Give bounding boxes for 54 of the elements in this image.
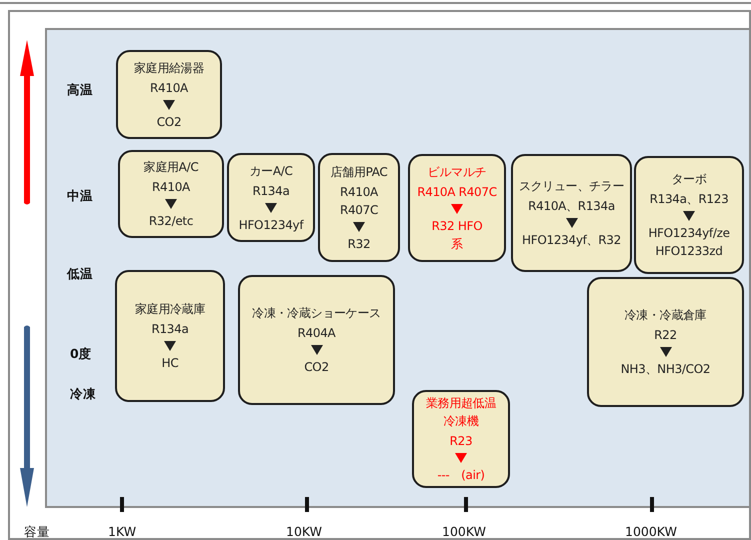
new-refrigerant: R32/etc — [148, 213, 194, 230]
old-refrigerant: R404A — [298, 325, 336, 342]
new-refrigerant: --- (air) — [437, 467, 485, 484]
old-refrigerant: R23 — [450, 433, 472, 450]
refrigerant-box — [227, 153, 315, 242]
temperature-label: 高温 — [67, 82, 93, 99]
new-refrigerant: HC — [162, 355, 178, 372]
new-refrigerant: R32 — [348, 236, 370, 252]
temperature-label: 冷凍 — [70, 386, 96, 403]
refrigerant-box — [238, 275, 395, 405]
old-refrigerant: R22 — [654, 327, 677, 344]
refrigerant-box — [587, 277, 744, 407]
axis-label: 1000KW — [625, 524, 677, 539]
refrigerant-box — [412, 390, 510, 488]
new-refrigerant: CO2 — [304, 359, 329, 376]
old-refrigerant: R134a、R123 — [650, 191, 728, 208]
new-refrigerant: CO2 — [156, 114, 182, 130]
new-refrigerant: HFO1234yf — [238, 216, 304, 234]
axis-label: 1KW — [108, 524, 136, 539]
refrigerant-box — [511, 154, 632, 272]
equipment-name: ビルマルチ — [428, 164, 486, 181]
equipment-name: 家庭用給湯器 — [134, 60, 204, 76]
old-refrigerant: R410A R407C — [417, 184, 497, 201]
refrigerant-box — [318, 153, 400, 262]
axis-label: 100KW — [442, 524, 486, 539]
equipment-name: ターボ — [671, 171, 707, 188]
equipment-name: 冷凍・冷蔵倉庫 — [624, 307, 706, 324]
refrigerant-box — [115, 270, 225, 402]
temperature-label: 中温 — [67, 188, 93, 205]
equipment-name: スクリュー、チラー — [518, 178, 624, 195]
equipment-name: 業務用超低温冷凍機 — [424, 395, 498, 430]
new-refrigerant: HFO1234yf/ze HFO1233zd — [647, 225, 731, 260]
axis-label: 容量 — [24, 524, 50, 540]
old-refrigerant: R134a — [151, 321, 189, 338]
old-refrigerant: R410A — [152, 179, 190, 196]
old-refrigerant: R410A、R134a — [528, 198, 615, 215]
equipment-name: カーA/C — [249, 162, 293, 180]
temperature-label: 0度 — [70, 346, 92, 363]
old-refrigerant: R410A — [150, 80, 188, 96]
refrigerant-box — [116, 50, 222, 139]
temperature-label: 低温 — [67, 266, 93, 283]
refrigerant-box — [408, 154, 506, 262]
new-refrigerant: HFO1234yf、R32 — [522, 232, 621, 249]
refrigerant-box — [634, 156, 744, 274]
equipment-name: 家庭用A/C — [144, 159, 198, 176]
refrigerant-box — [118, 150, 224, 238]
old-refrigerant: R410A R407C — [338, 184, 380, 218]
old-refrigerant: R134a — [252, 182, 290, 200]
equipment-name: 家庭用冷蔵庫 — [134, 301, 206, 318]
new-refrigerant: R32 HFO系 — [430, 218, 484, 253]
axis-label: 10KW — [286, 524, 322, 539]
new-refrigerant: NH3、NH3/CO2 — [620, 361, 710, 378]
equipment-name: 店舗用PAC — [330, 164, 388, 180]
equipment-name: 冷凍・冷蔵ショーケース — [252, 305, 381, 322]
